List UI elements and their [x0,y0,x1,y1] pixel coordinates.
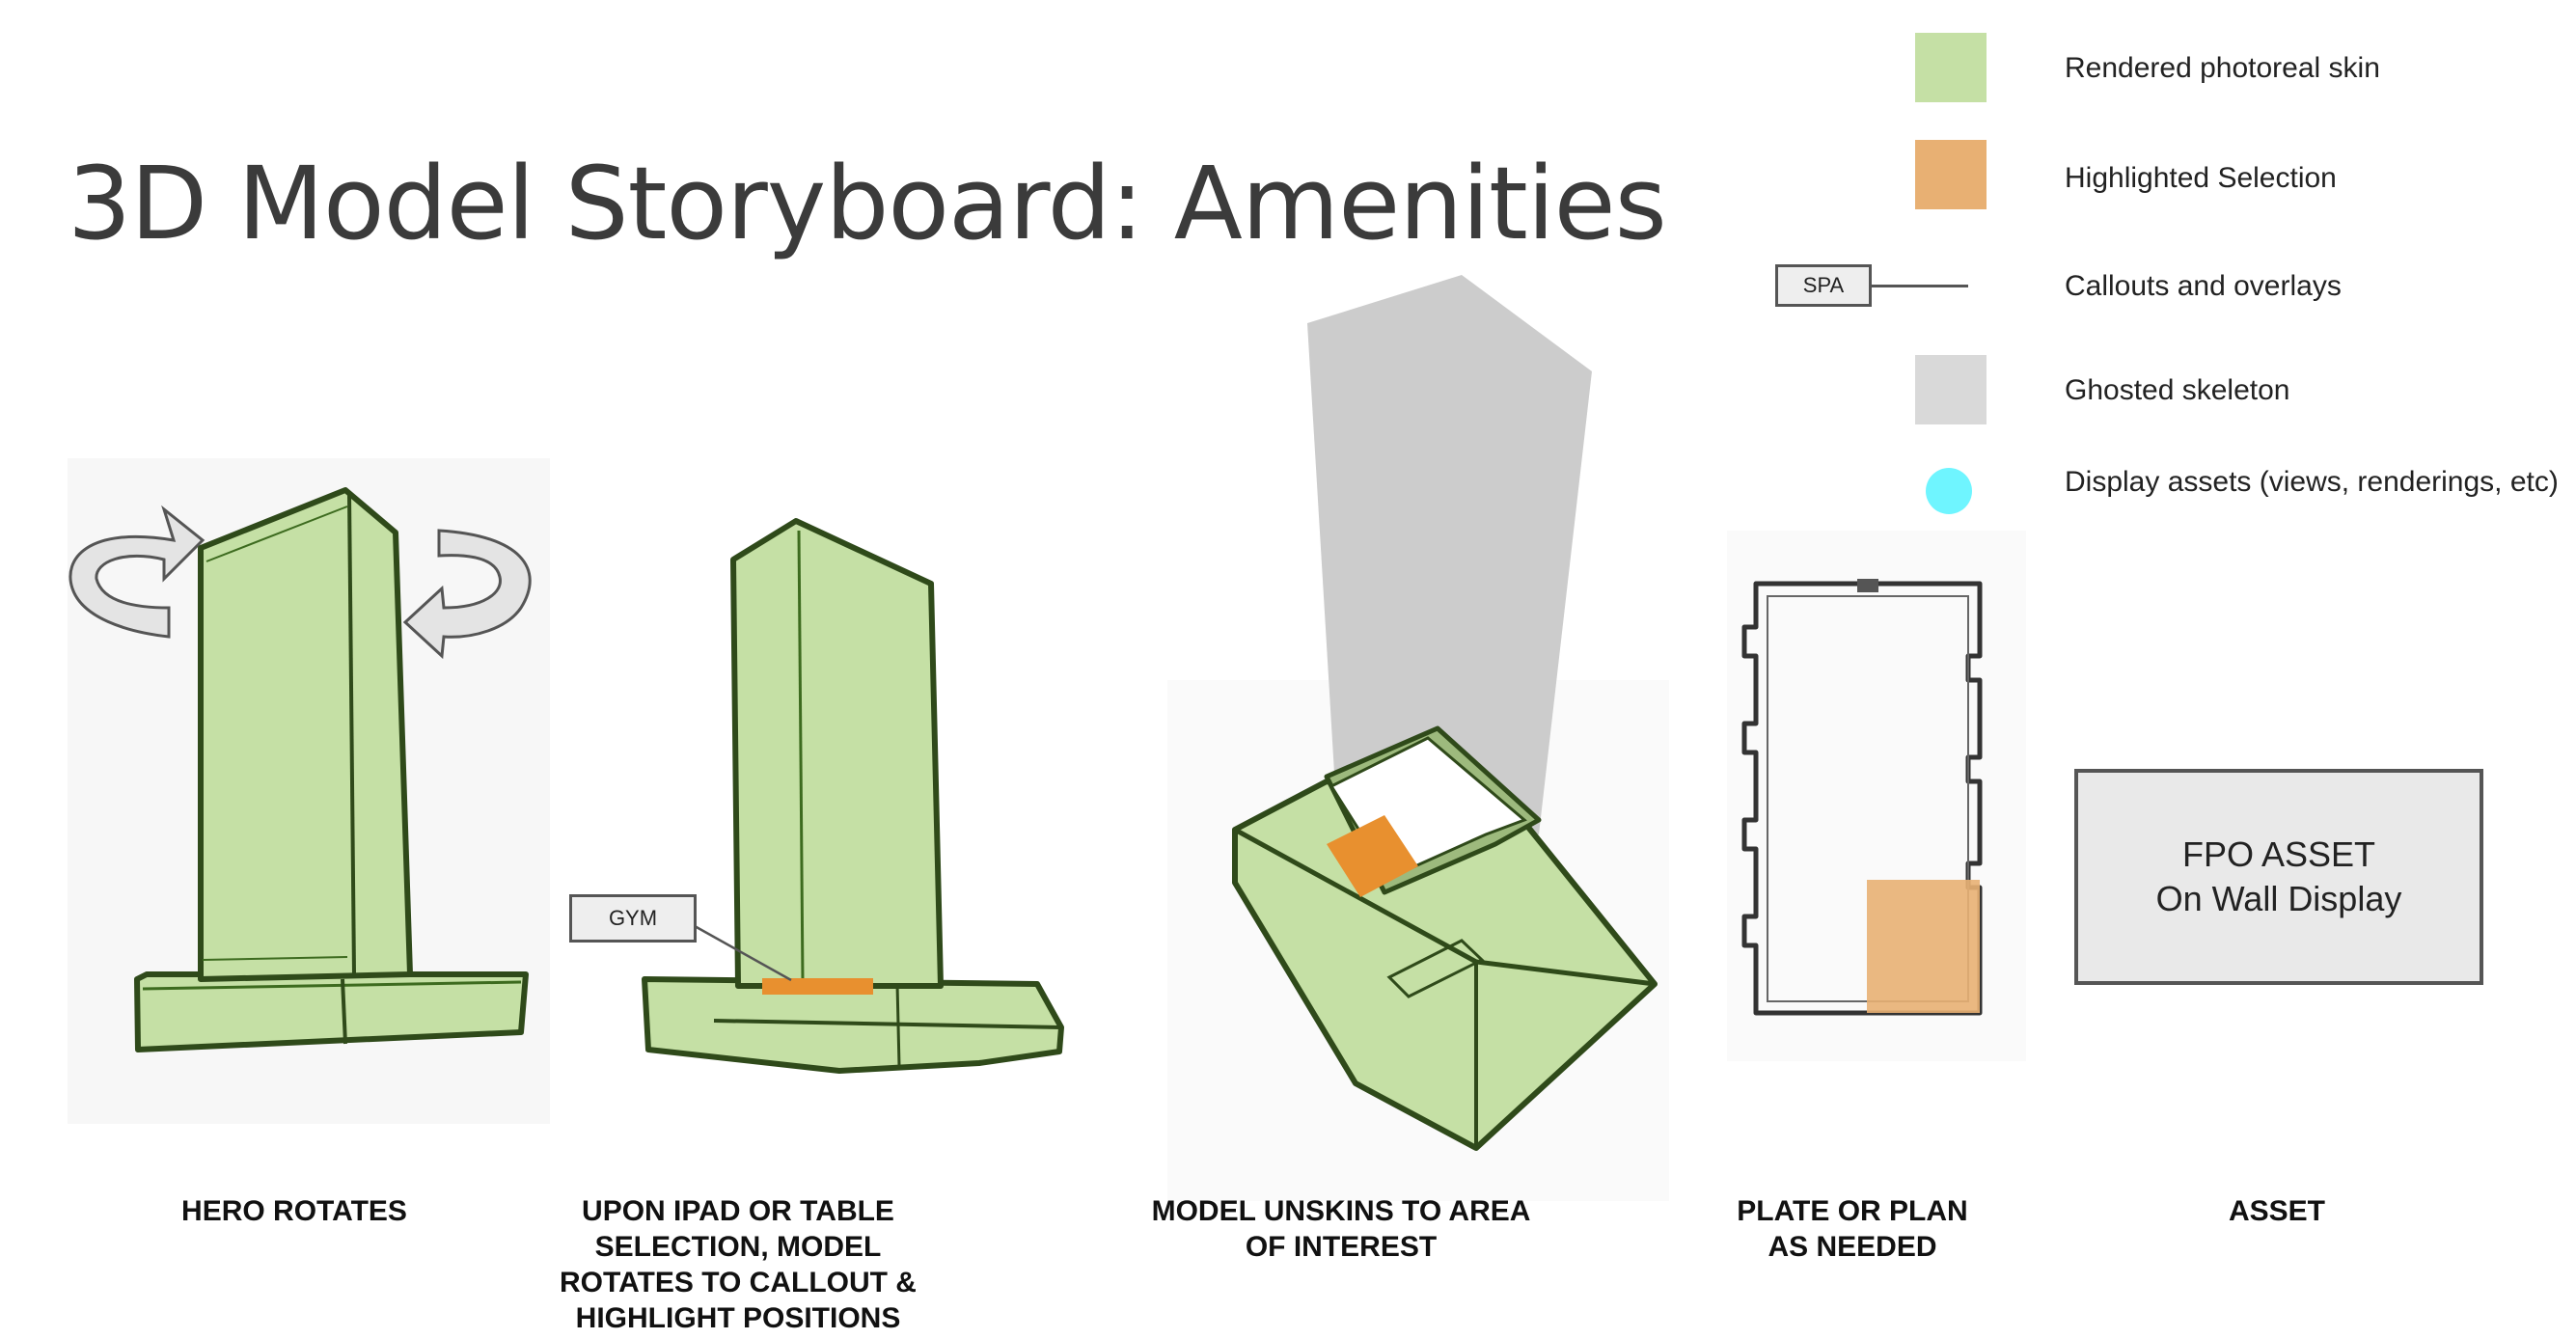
legend-item-callout: SPA Callouts and overlays [1775,243,2566,330]
tower-base [134,971,529,1052]
amenity-highlight [1327,815,1418,897]
floor-plan-sketch [1727,531,2026,1061]
unskin-model-sketch [1167,275,1669,1201]
tower-body [730,518,944,989]
cyan-circle-icon [1926,468,1972,514]
legend-item-ghost: Ghosted skeleton [1775,347,2566,434]
caption-line: ROTATES TO CALLOUT & [560,1267,917,1298]
caption-hero: HERO ROTATES [145,1193,444,1229]
plan-highlight [1867,880,1980,1013]
green-swatch-icon [1915,33,1987,102]
hero-tower-sketch [68,458,550,1124]
callout-leader-line [1872,285,1968,287]
caption-plate: PLATE OR PLAN AS NEEDED [1708,1193,1997,1265]
tower-body [198,487,413,982]
caption-line: AS NEEDED [1768,1231,1937,1263]
caption-line: PLATE OR PLAN [1737,1195,1968,1227]
rotate-right-arrow-icon [402,529,532,660]
gym-highlight [762,978,873,995]
legend-item-display: Display assets (views, renderings, etc) [1775,439,2566,526]
caption-line: MODEL UNSKINS TO AREA [1151,1195,1531,1227]
callout-leader-line [694,924,792,982]
plan-core [1857,579,1878,592]
ghosted-skeleton [1307,275,1592,834]
callout-box-icon: SPA [1775,264,1872,307]
gray-swatch-icon [1915,355,1987,424]
legend-label: Rendered photoreal skin [2065,52,2380,84]
caption-asset: ASSET [2132,1193,2422,1229]
caption-line: HERO ROTATES [181,1195,407,1227]
caption-line: ASSET [2228,1195,2326,1227]
selection-tower-sketch [642,518,1064,1074]
legend-label: Ghosted skeleton [2065,374,2290,406]
page-title: 3D Model Storyboard: Amenities [68,145,1667,262]
caption-line: OF INTEREST [1245,1231,1438,1263]
gym-callout: GYM [569,894,697,943]
orange-swatch-icon [1915,140,1987,209]
legend-label: Highlighted Selection [2065,162,2337,194]
fpo-asset-subtitle: On Wall Display [2155,879,2402,918]
legend-item-skin: Rendered photoreal skin [1775,25,2566,112]
fpo-asset-box: FPO ASSET On Wall Display [2074,769,2483,985]
plan-outline [1741,581,1983,1016]
caption-line: UPON IPAD OR TABLE [582,1195,894,1227]
caption-line: HIGHLIGHT POSITIONS [575,1302,901,1334]
rotate-left-arrow-icon [69,505,206,639]
legend-label: Callouts and overlays [2065,270,2342,302]
legend-item-highlight: Highlighted Selection [1775,135,2566,222]
legend-label: Display assets (views, renderings, etc) [2065,466,2559,498]
caption-unskin: MODEL UNSKINS TO AREA OF INTEREST [1138,1193,1544,1265]
caption-selection: UPON IPAD OR TABLE SELECTION, MODEL ROTA… [540,1193,936,1336]
caption-line: SELECTION, MODEL [594,1231,882,1263]
fpo-asset-title: FPO ASSET [2181,834,2376,874]
